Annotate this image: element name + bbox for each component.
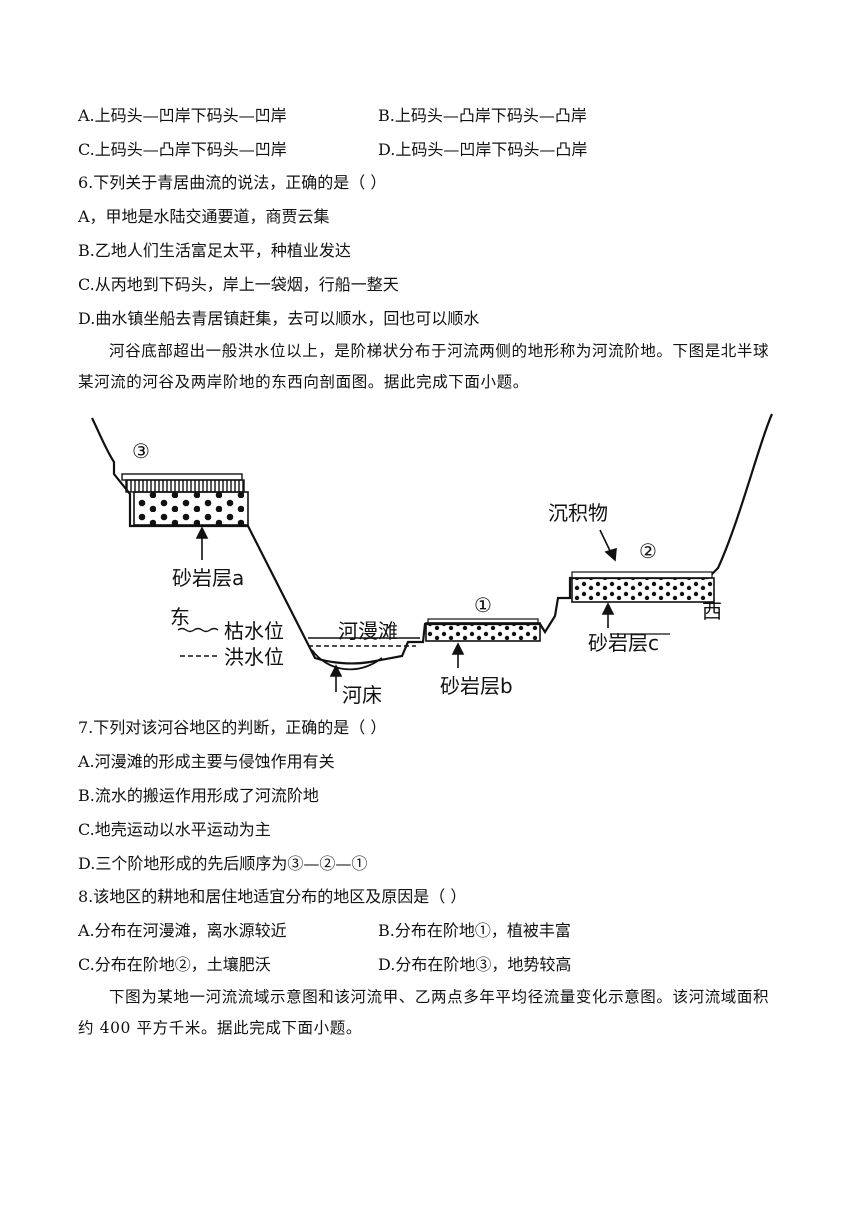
low-water-label: 枯水位 — [224, 619, 284, 643]
floodplain-label: 河漫滩 — [338, 619, 398, 643]
east-label: 东 — [170, 605, 190, 629]
q5-option-a: A.上码头—凹岸下码头—凹岸 — [78, 106, 287, 125]
q5-option-d: D.上码头—凹岸下码头—凸岸 — [378, 140, 588, 159]
flood-water-label: 洪水位 — [224, 645, 284, 669]
west-label: 西 — [702, 599, 722, 623]
terrace-2-label: ② — [639, 539, 657, 563]
q8-option-c: C.分布在阶地②，土壤肥沃 — [78, 955, 271, 974]
q7-option-c: C.地壳运动以水平运动为主 — [78, 820, 271, 839]
sandstone-c-label: 砂岩层c — [588, 631, 659, 655]
q6-stem: 6.下列关于青居曲流的说法，正确的是（ ） — [78, 173, 387, 192]
q6-option-d: D.曲水镇坐船去青居镇赶集，去可以顺水，回也可以顺水 — [78, 309, 480, 328]
terrace-1-label: ① — [474, 593, 492, 617]
q6-option-a: A，甲地是水陆交通要道，商贾云集 — [78, 207, 330, 226]
q7-option-b: B.流水的搬运作用形成了河流阶地 — [78, 786, 319, 805]
q6-option-b: B.乙地人们生活富足太平，种植业发达 — [78, 241, 351, 260]
passage-terrace-intro: 河谷底部超出一般洪水位以上，是阶梯状分布于河流两侧的地形称为河流阶地。下图是北半… — [78, 342, 770, 391]
sandstone-layer-a — [133, 491, 249, 526]
sandstone-layer-b — [425, 622, 541, 642]
q5-option-c: C.上码头—凸岸下码头—凹岸 — [78, 140, 287, 159]
q8-option-b: B.分布在阶地①，植被丰富 — [378, 921, 571, 940]
q8-option-d: D.分布在阶地③，地势较高 — [378, 955, 572, 974]
terrace-3-sediment-top — [121, 473, 243, 481]
q8-option-a: A.分布在河漫滩，离水源较近 — [78, 921, 287, 940]
sandstone-layer-c — [571, 577, 715, 603]
sandstone-b-label: 砂岩层b — [440, 674, 513, 698]
terrace-3-label: ③ — [132, 439, 150, 463]
terrace-3-hatched-layer — [125, 479, 245, 493]
sandstone-a-label: 砂岩层a — [172, 566, 244, 590]
q7-option-d: D.三个阶地形成的先后顺序为③—②—① — [78, 854, 368, 873]
terrace-2-sediment-top — [571, 571, 713, 579]
sediment-label: 沉积物 — [548, 501, 608, 525]
q5-option-b: B.上码头—凸岸下码头—凸岸 — [378, 106, 587, 125]
valley-profile-line — [91, 413, 773, 665]
river-terrace-profile-diagram: ③ ② ① 砂岩层a 砂岩层b 砂岩层c 沉积物 东 西 枯水位 洪水位 河漫滩… — [91, 413, 773, 707]
q6-option-c: C.从丙地到下码头，岸上一袋烟，行船一整天 — [78, 275, 399, 294]
passage-river-basin-intro: 下图为某地一河流流域示意图和该河流甲、乙两点多年平均径流量变化示意图。该河流域面… — [78, 988, 770, 1037]
low-water-level-line — [177, 627, 420, 639]
q7-stem: 7.下列对该河谷地区的判断，正确的是（ ） — [78, 718, 387, 737]
q8-stem: 8.该地区的耕地和居住地适宜分布的地区及原因是（ ） — [78, 887, 467, 906]
riverbed-label: 河床 — [342, 683, 382, 707]
q7-option-a: A.河漫滩的形成主要与侵蚀作用有关 — [78, 752, 335, 771]
riverbed-arc — [311, 649, 383, 671]
